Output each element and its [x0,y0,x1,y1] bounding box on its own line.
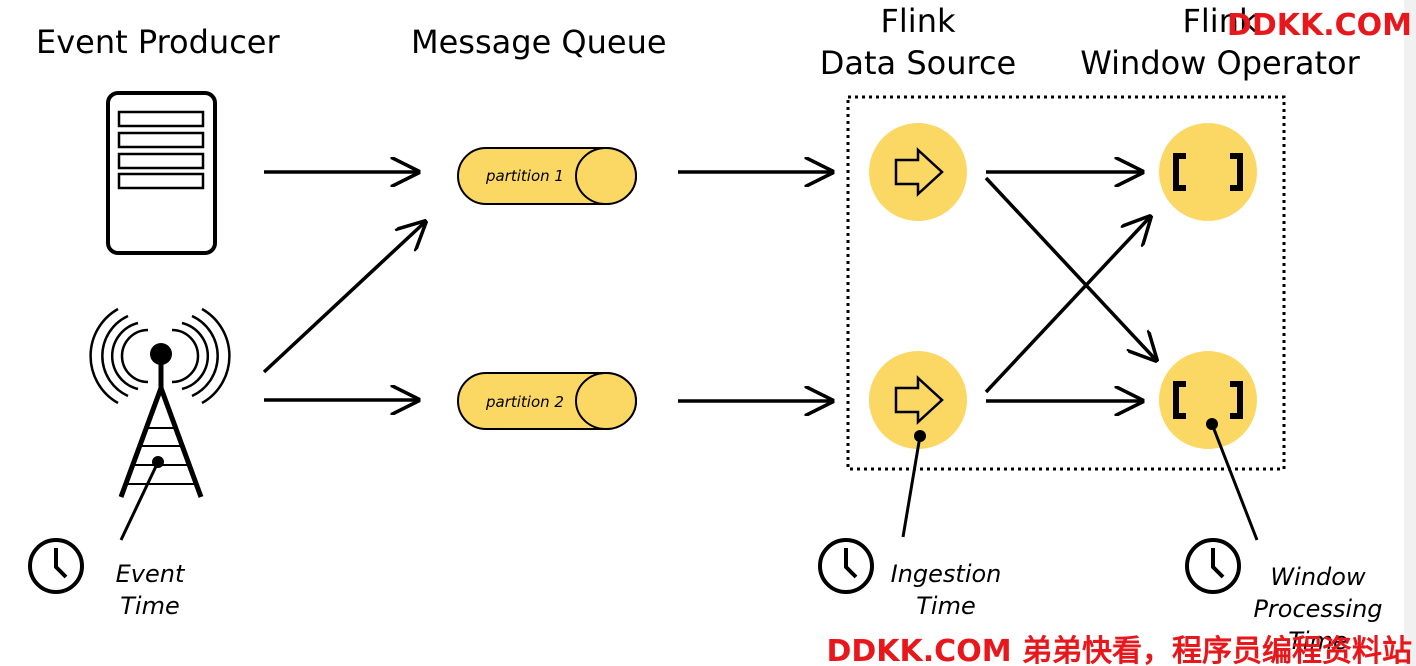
title-flink-window-line2: Window Operator [1080,44,1360,82]
clock-icon [28,538,84,594]
window-time-label-line1: Window [1270,563,1366,591]
source-operator-1 [869,123,967,221]
source-operator-2 [869,351,967,449]
partition-1-node: partition 1 [457,147,637,205]
flink-job-boundary [846,95,1286,471]
ingestion-time-callout [901,430,926,538]
partition-2-label: partition 2 [485,393,564,411]
window-time-label-line2: Processing [1253,595,1382,623]
edge-source1-window2 [984,176,1156,360]
bracket-icon [1173,381,1243,419]
server-icon [106,91,217,255]
event-time-label-line2: Time [120,592,179,620]
title-flink-source-line1: Flink [881,2,956,40]
title-message-queue: Message Queue [411,23,667,61]
bracket-icon [1173,153,1243,191]
partition-1-label: partition 1 [485,167,564,185]
title-event-producer: Event Producer [36,23,280,61]
arrow-right-icon [894,375,944,425]
watermark-bottom: DDKK.COM 弟弟快看，程序员编程资料站 [826,634,1412,666]
ingestion-time-label-line2: Time [916,592,975,620]
title-flink-window-line1: Flink [1183,2,1258,40]
event-time-label-line1: Event [116,560,186,588]
antenna-tower-icon [89,307,231,498]
event-time-callout [119,456,164,541]
clock-icon [1185,538,1241,594]
clock-icon [818,538,874,594]
partition-2-node: partition 2 [457,372,637,430]
window-operator-2 [1159,351,1257,449]
window-operator-1 [1159,123,1257,221]
title-flink-source-line2: Data Source [820,44,1016,82]
window-time-label-line3: Time [1288,627,1347,655]
edge-device-p1 [262,222,425,374]
watermark-top: DDKK.COM [1227,8,1412,43]
right-edge-strip [1404,0,1416,666]
window-time-callout [1206,418,1259,541]
edge-source2-window1 [984,217,1150,394]
arrow-right-icon [894,147,944,197]
ingestion-time-label-line1: Ingestion [891,560,1002,588]
